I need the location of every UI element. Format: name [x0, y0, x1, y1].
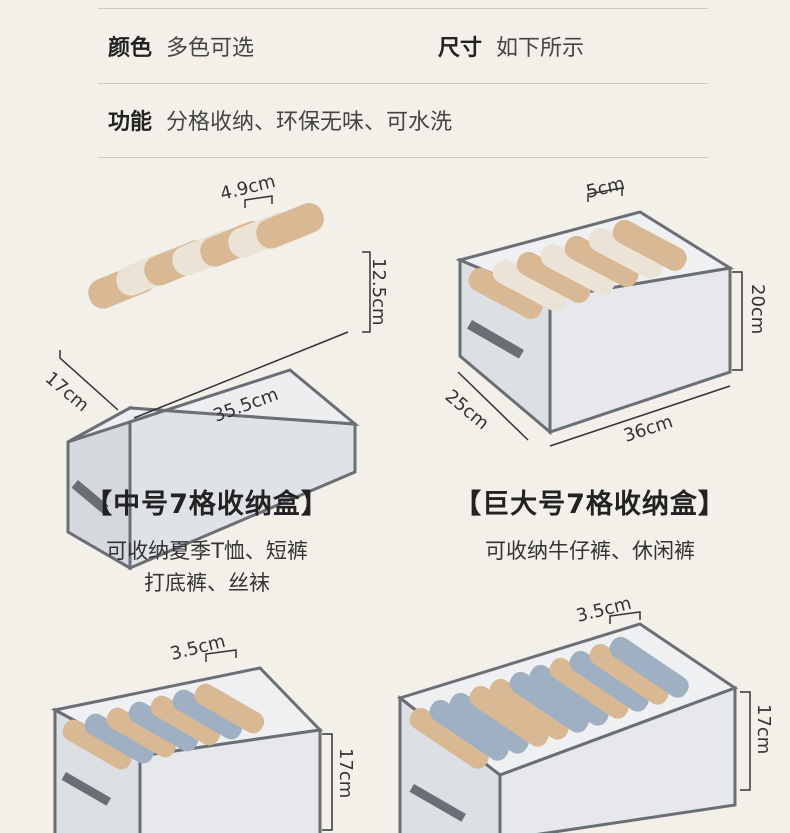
roll-item	[194, 683, 265, 734]
dim-slot: 3.5cm	[574, 593, 633, 627]
roll-item	[549, 657, 629, 719]
product-desc-extra-large: 可收纳牛仔裤、休闲裤	[440, 535, 740, 567]
dim-line-height	[322, 733, 333, 831]
roll-item	[106, 707, 177, 758]
roll-item	[409, 707, 489, 769]
product-title-medium: 【中号7格收纳盒】	[85, 489, 329, 520]
roll-item	[509, 671, 589, 733]
dim-line-width	[549, 385, 731, 447]
dim-slot: 5cm	[584, 173, 627, 203]
dim-depth: 25cm	[441, 386, 493, 434]
roll-item	[468, 267, 543, 319]
dim-line-depth	[59, 350, 119, 411]
roll-item	[564, 235, 639, 287]
product-image-extra-large: 5cm 20cm 25cm 36cm	[441, 173, 768, 447]
spec-function-label: 功能	[108, 110, 153, 135]
dim-line-height	[732, 271, 743, 371]
dim-line-slot	[587, 187, 623, 202]
desc-line: 打底裤、丝袜	[144, 571, 270, 595]
roll-group	[88, 203, 324, 309]
product-image-large: 3.5cm 17cm	[396, 593, 774, 833]
roll-item	[150, 695, 221, 746]
dim-height: 12.5cm	[368, 258, 389, 326]
roll-item	[469, 685, 549, 747]
roll-item	[588, 227, 663, 279]
divider-bottom	[98, 157, 708, 158]
roll-item	[256, 203, 324, 249]
roll-item	[529, 664, 609, 726]
dim-width: 36cm	[621, 411, 675, 447]
roll-item	[84, 713, 155, 764]
roll-group	[468, 219, 687, 319]
desc-line: 可收纳牛仔裤、休闲裤	[485, 539, 695, 563]
roll-item	[489, 678, 569, 740]
roll-item	[569, 650, 649, 712]
roll-item	[492, 259, 567, 311]
spec-size-value: 如下所示	[496, 36, 585, 61]
spec-function-value: 分格收纳、环保无味、可水洗	[166, 110, 453, 135]
dim-line-width	[133, 331, 349, 419]
dim-line-slot	[609, 611, 641, 624]
divider-mid	[98, 83, 708, 84]
roll-item	[589, 643, 669, 705]
roll-group	[62, 683, 265, 770]
roll-item	[609, 636, 689, 698]
roll-item	[172, 689, 243, 740]
dim-depth: 17cm	[41, 368, 93, 416]
divider-top	[98, 8, 708, 9]
dim-line-height	[362, 251, 371, 333]
product-desc-medium: 可收纳夏季T恤、短裤 打底裤、丝袜	[62, 535, 352, 599]
spec-size-label: 尺寸	[438, 36, 483, 61]
spec-function: 功能分格收纳、环保无味、可水洗	[108, 104, 452, 136]
roll-item	[449, 692, 529, 754]
dim-height: 17cm	[335, 748, 356, 798]
dim-line-slot	[244, 195, 273, 208]
product-title-extra-large: 【巨大号7格收纳盒】	[454, 489, 726, 520]
roll-item	[516, 251, 591, 303]
roll-item	[540, 243, 615, 295]
dim-line-depth	[457, 371, 529, 441]
roll-item	[612, 219, 687, 271]
spec-color-label: 颜色	[108, 36, 153, 61]
dim-line-height	[740, 691, 751, 791]
spec-color: 颜色多色可选	[108, 30, 254, 62]
product-image-small: 3.5cm 17cm	[50, 631, 356, 833]
dim-height: 20cm	[747, 284, 768, 334]
dim-line-slot	[205, 649, 237, 662]
dim-slot: 3.5cm	[168, 631, 227, 665]
desc-line: 可收纳夏季T恤、短裤	[106, 539, 308, 563]
product-image-medium: 4.9cm 12.5cm 17cm 35.5cm	[41, 171, 389, 571]
spec-size: 尺寸如下所示	[438, 30, 584, 62]
dim-height: 17cm	[753, 704, 774, 754]
spec-color-value: 多色可选	[166, 36, 255, 61]
roll-item	[62, 719, 133, 770]
roll-item	[128, 701, 199, 752]
roll-group	[409, 636, 689, 769]
roll-item	[429, 699, 509, 761]
